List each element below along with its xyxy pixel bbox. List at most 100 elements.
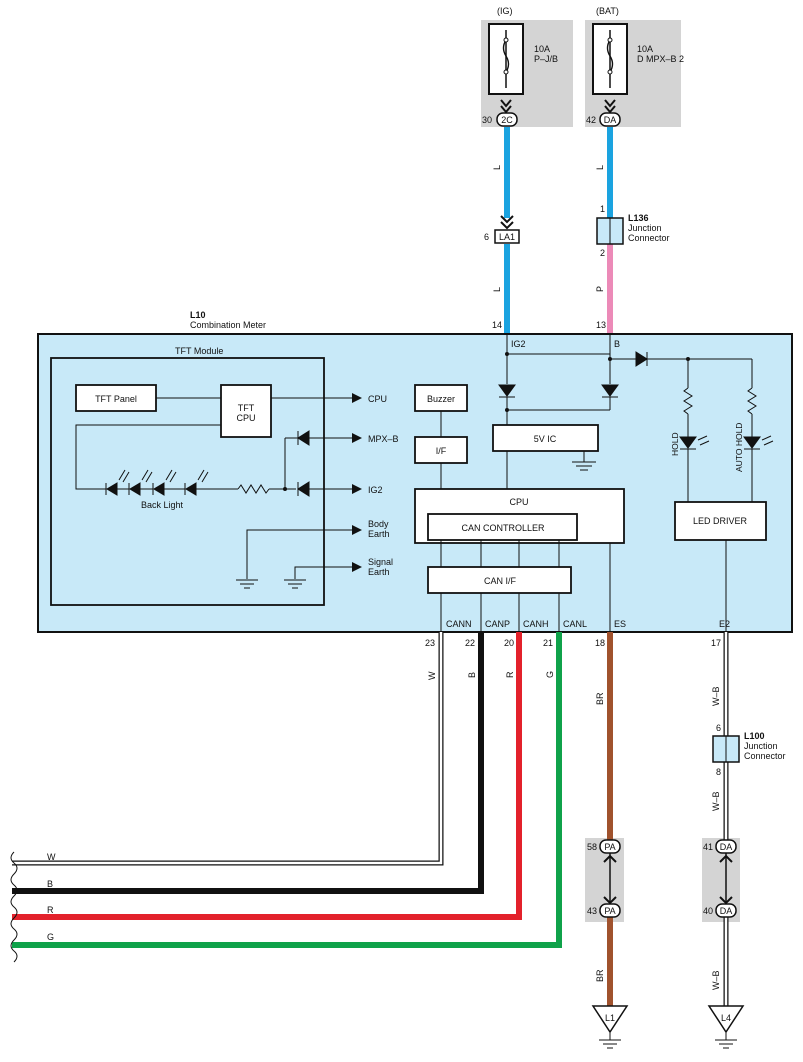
w-wire — [12, 632, 444, 866]
ig2-arrow-icon — [352, 484, 362, 494]
terminal-e2: E2 — [719, 619, 730, 629]
hold-label: HOLD — [670, 432, 680, 456]
la1-connector-name: LA1 — [499, 232, 515, 242]
la1-connector-pin: 6 — [484, 232, 489, 242]
tft-output-signal1: Signal — [368, 557, 393, 567]
wire-break-icon — [10, 851, 18, 963]
pa-connector-name-top: PA — [604, 842, 615, 852]
ig-connector — [496, 112, 518, 127]
tft-panel — [75, 384, 157, 412]
meter-pin-ig2: 14 — [492, 320, 502, 330]
bat-connector — [599, 112, 621, 127]
l100-desc2: Connector — [744, 751, 786, 761]
meter-pin-w: 23 — [425, 638, 435, 648]
can-if-label: CAN I/F — [484, 576, 517, 586]
ig-connector-name: 2C — [501, 115, 513, 125]
mpxb-arrow-icon — [352, 433, 362, 443]
la1-connector — [494, 229, 520, 244]
g-wire-color: G — [545, 671, 555, 678]
backlight-resistor-icon — [237, 484, 270, 494]
es-wire-color-1: BR — [595, 692, 605, 705]
terminal-cann: CANN — [446, 619, 472, 629]
l1-ground-triangle — [591, 1005, 629, 1034]
l4-ground-triangle — [707, 1005, 745, 1034]
can-controller-label: CAN CONTROLLER — [461, 523, 545, 533]
pa-chevron-icon — [603, 854, 617, 905]
hold-resistor-icon — [683, 387, 693, 415]
tft-output-body2: Earth — [368, 529, 390, 539]
bat-fuse-name: D MPX–B 2 — [637, 54, 684, 64]
ig-wire-color-1: L — [492, 165, 502, 170]
meter-pin-e2: 17 — [711, 638, 721, 648]
bus-label-g: G — [47, 932, 54, 942]
body-earth-arrow-icon — [352, 525, 362, 535]
if-label: I/F — [436, 446, 447, 456]
tft-module-title: TFT Module — [175, 346, 223, 356]
ig-fuse-icon — [488, 23, 524, 95]
pa-connector-bottom — [599, 903, 621, 918]
tft-output-signal2: Earth — [368, 567, 390, 577]
ig-fuse-name: P–J/B — [534, 54, 558, 64]
bat-wire-color-1: L — [595, 165, 605, 170]
r-wire — [12, 632, 522, 920]
l136-pin-in: 1 — [600, 204, 605, 214]
meter-pin-b: 13 — [596, 320, 606, 330]
ic-ground-icon — [572, 461, 596, 471]
ic-5v-label: 5V IC — [534, 434, 557, 444]
signal-earth-arrow-icon — [352, 562, 362, 572]
pa-pin-top: 58 — [587, 842, 597, 852]
pa-pin-bottom: 43 — [587, 906, 597, 916]
bus-label-r: R — [47, 905, 54, 915]
meter-pin-es: 18 — [595, 638, 605, 648]
meter-pin-b2: 22 — [465, 638, 475, 648]
backlight-led-icons — [105, 469, 209, 496]
tft-cpu-line2: CPU — [236, 413, 255, 423]
terminal-b: B — [614, 339, 620, 349]
da-connector-name-bottom: DA — [720, 906, 733, 916]
bat-fuse-icon — [592, 23, 628, 95]
l100-pin-out: 8 — [716, 767, 721, 777]
bus-label-b: B — [47, 879, 53, 889]
r-wire-color: R — [505, 671, 515, 678]
bat-chevron-icon — [604, 99, 616, 114]
e2-wire-color-1: W–B — [711, 686, 721, 706]
ic-5v-block — [492, 424, 599, 452]
meter-name: Combination Meter — [190, 320, 266, 330]
led-driver-block — [674, 501, 767, 541]
es-wire-color-2: BR — [595, 969, 605, 982]
l100-pin-in: 6 — [716, 723, 721, 733]
l136-id: L136 — [628, 213, 649, 223]
ig-connector-pin: 30 — [482, 115, 492, 125]
tft-panel-label: TFT Panel — [95, 394, 137, 404]
bat-connector-name: DA — [604, 115, 617, 125]
bus-label-w: W — [47, 852, 56, 862]
cpu-output-arrow-icon — [352, 393, 362, 403]
l1-ground-icon — [599, 1032, 621, 1049]
bat-connector-pin: 42 — [586, 115, 596, 125]
l136-desc2: Connector — [628, 233, 670, 243]
auto-hold-resistor-icon — [747, 387, 757, 415]
tft-output-cpu: CPU — [368, 394, 387, 404]
can-controller-block — [427, 513, 578, 541]
da-connector-name-top: DA — [720, 842, 733, 852]
terminal-canh: CANH — [523, 619, 549, 629]
cpu-label: CPU — [509, 497, 528, 507]
meter-pin-r: 20 — [504, 638, 514, 648]
ground-l4-label: L4 — [721, 1013, 731, 1023]
pa-connector-name-bottom: PA — [604, 906, 615, 916]
ground-l1-label: L1 — [605, 1013, 615, 1023]
buzzer-label: Buzzer — [427, 394, 455, 404]
terminal-canp: CANP — [485, 619, 510, 629]
e2-wire-color-3: W–B — [711, 970, 721, 990]
backlight-label: Back Light — [141, 500, 184, 510]
tft-output-ig2: IG2 — [368, 485, 383, 495]
terminal-es: ES — [614, 619, 626, 629]
bat-wire-color-2: P — [595, 286, 605, 292]
b-wire-color: B — [467, 672, 477, 678]
da-pin-top: 41 — [703, 842, 713, 852]
l136-desc1: Junction — [628, 223, 662, 233]
ig-wire-color-2: L — [492, 287, 502, 292]
body-earth-ground-icon — [236, 579, 258, 589]
tft-cpu — [220, 384, 272, 438]
